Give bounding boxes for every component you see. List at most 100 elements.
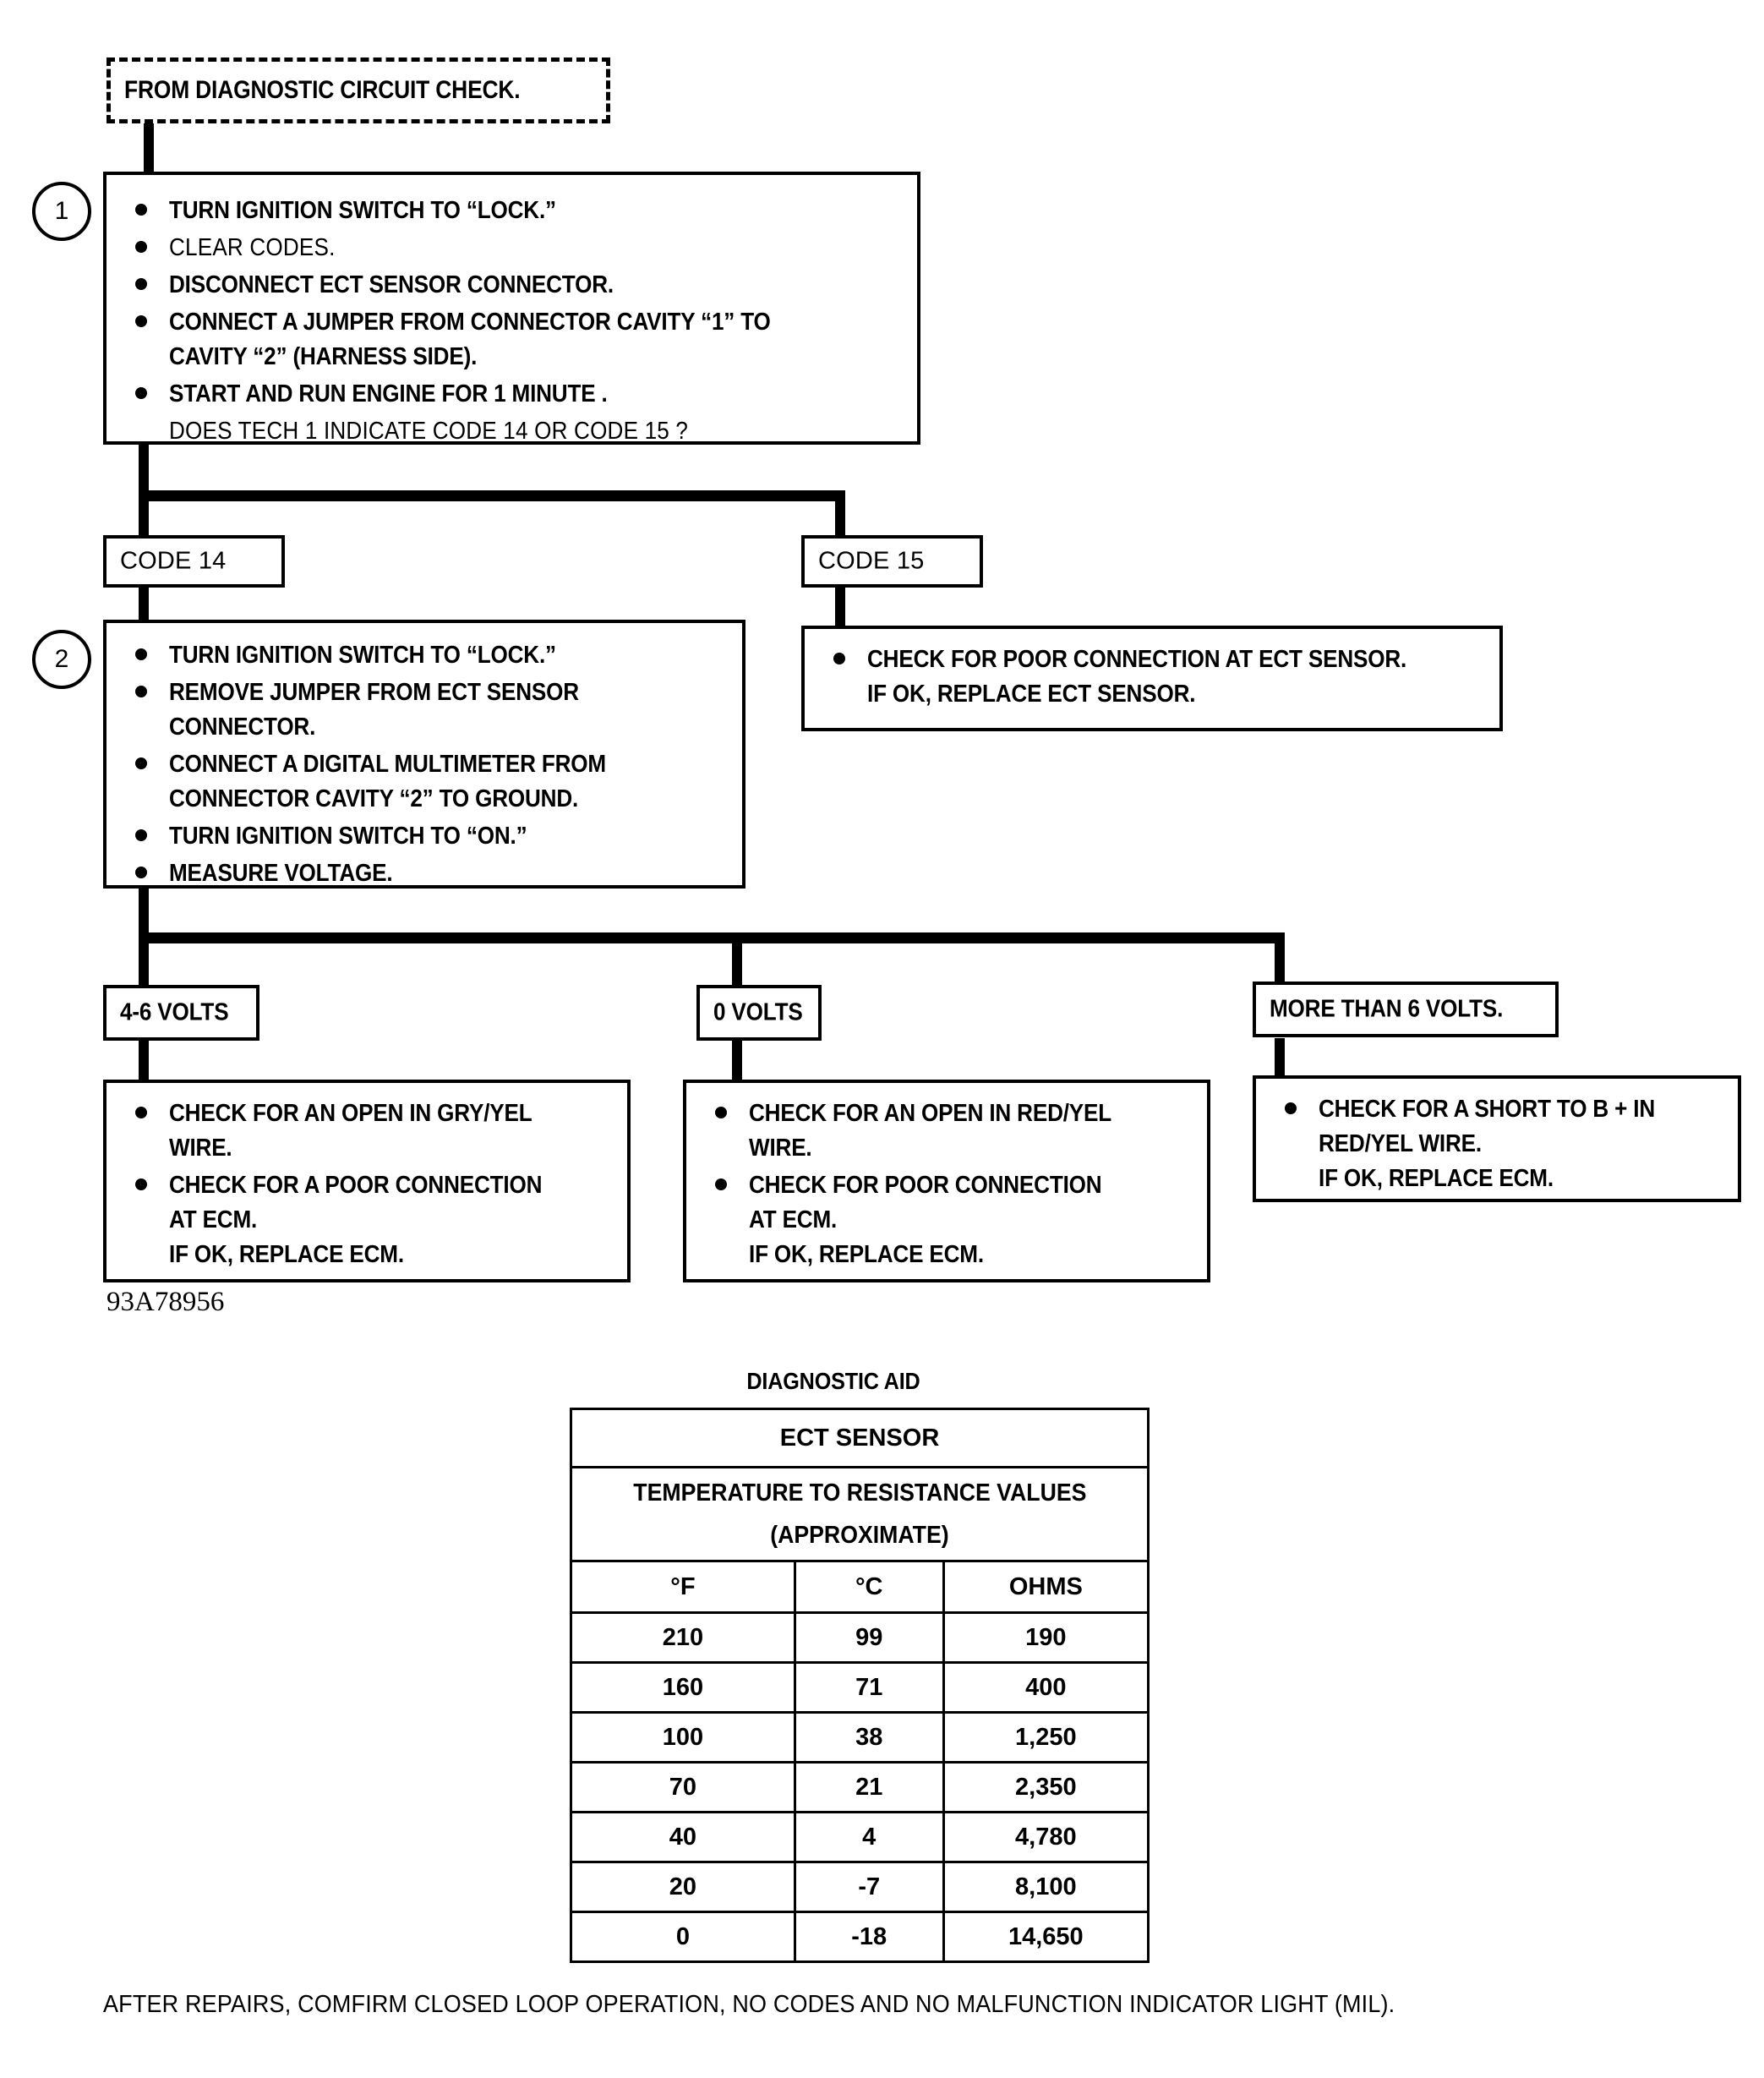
connector-bus2-to-high (1275, 932, 1285, 985)
list-item-line: WIRE. (169, 1135, 232, 1162)
diagnostic-aid-title: DIAGNOSTIC AID (746, 1368, 920, 1394)
list-item-line: IF OK, REPLACE ECM. (169, 1241, 404, 1268)
code-15-box: CODE 15 (801, 535, 983, 588)
list-item-line: CHECK FOR POOR CONNECTION AT ECT SENSOR. (867, 646, 1407, 673)
bullet-dot (135, 686, 147, 697)
result-zero-box: CHECK FOR AN OPEN IN RED/YEL WIRE. CHECK… (683, 1080, 1210, 1282)
bullet-dot (135, 1107, 147, 1118)
bullet-dot (135, 867, 147, 878)
table-header-row: °F °C OHMS (570, 1560, 1150, 1614)
connector-code15-to-action (835, 583, 845, 634)
bullet-dot (135, 315, 147, 327)
list-item: CHECK FOR AN OPEN IN RED/YEL WIRE. (715, 1096, 1195, 1166)
list-item-text: MEASURE VOLTAGE. (169, 860, 393, 887)
connector-low-to-result (139, 1040, 149, 1084)
cell-fahrenheit: 160 (570, 1661, 796, 1714)
list-item-line: CHECK FOR POOR CONNECTION (749, 1172, 1102, 1199)
table-row: 20 -7 8,100 (570, 1861, 1150, 1913)
table-row: 160 71 400 (570, 1661, 1150, 1714)
list-item-text: CHECK FOR POOR CONNECTION AT ECM. IF OK,… (749, 1168, 1150, 1272)
list-item-line: CHECK FOR AN OPEN IN RED/YEL (749, 1100, 1112, 1127)
list-item-line: CONNECT A JUMPER FROM CONNECTOR CAVITY “… (169, 309, 771, 336)
list-item-text: DISCONNECT ECT SENSOR CONNECTOR. (169, 271, 614, 298)
cell-fahrenheit: 210 (570, 1611, 796, 1664)
step-1-items: TURN IGNITION SWITCH TO “LOCK.” CLEAR CO… (135, 194, 905, 451)
list-item-line: IF OK, REPLACE ECM. (1319, 1165, 1554, 1192)
list-item: DISCONNECT ECT SENSOR CONNECTOR. (135, 268, 905, 303)
list-item: TURN IGNITION SWITCH TO “ON.” (135, 819, 730, 854)
cell-ohms: 400 (942, 1661, 1150, 1714)
list-item-text: CHECK FOR POOR CONNECTION AT ECT SENSOR.… (867, 643, 1426, 712)
table-subtitle-cell: TEMPERATURE TO RESISTANCE VALUES (APPROX… (570, 1466, 1150, 1562)
cell-ohms: 8,100 (942, 1861, 1150, 1913)
list-item: DOES TECH 1 INDICATE CODE 14 OR CODE 15 … (135, 414, 905, 449)
step-1-badge: 1 (32, 182, 91, 241)
cell-ohms: 190 (942, 1611, 1150, 1664)
cell-ohms: 2,350 (942, 1761, 1150, 1813)
cell-celsius: 71 (793, 1661, 945, 1714)
cell-ohms: 4,780 (942, 1811, 1150, 1863)
bullet-dot (135, 387, 147, 399)
voltage-low-label: 4-6 VOLTS (120, 998, 229, 1026)
table-row: 40 4 4,780 (570, 1811, 1150, 1863)
bullet-dot (135, 829, 147, 841)
voltage-zero-box: 0 VOLTS (696, 985, 822, 1041)
bullet-dot (715, 1178, 727, 1190)
list-item-text: CLEAR CODES. (169, 234, 336, 261)
code-15-label: CODE 15 (818, 547, 925, 575)
bullet-dot (135, 648, 147, 660)
list-item: TURN IGNITION SWITCH TO “LOCK.” (135, 638, 730, 673)
connector-bus2-to-zero (732, 932, 742, 985)
list-item: CHECK FOR A POOR CONNECTION AT ECM. IF O… (135, 1168, 615, 1272)
list-item-line: IF OK, REPLACE ECT SENSOR. (867, 681, 1196, 708)
voltage-high-label: MORE THAN 6 VOLTS. (1270, 995, 1504, 1023)
list-item: CHECK FOR POOR CONNECTION AT ECT SENSOR.… (833, 643, 1488, 712)
list-item: CLEAR CODES. (135, 231, 905, 265)
bullet-dot (135, 241, 147, 253)
cell-ohms: 1,250 (942, 1711, 1150, 1764)
list-item-line: REMOVE JUMPER FROM ECT SENSOR (169, 679, 579, 706)
code-15-action-items: CHECK FOR POOR CONNECTION AT ECT SENSOR.… (833, 643, 1488, 714)
step-2-box: TURN IGNITION SWITCH TO “LOCK.” REMOVE J… (103, 620, 745, 889)
list-item-text: CONNECT A JUMPER FROM CONNECTOR CAVITY “… (169, 305, 832, 375)
cell-celsius: 21 (793, 1761, 945, 1813)
list-item-text: TURN IGNITION SWITCH TO “LOCK.” (169, 197, 556, 224)
list-item-line: AT ECM. (169, 1206, 258, 1233)
cell-celsius: 4 (793, 1811, 945, 1863)
table-row-title: ECT SENSOR (570, 1408, 1150, 1468)
entry-box-label: FROM DIAGNOSTIC CIRCUIT CHECK. (124, 76, 521, 104)
bullet-dot (715, 1107, 727, 1118)
table-row: 70 21 2,350 (570, 1761, 1150, 1813)
list-item-line: CHECK FOR AN OPEN IN GRY/YEL (169, 1100, 532, 1127)
list-item-text: TURN IGNITION SWITCH TO “ON.” (169, 823, 527, 850)
connector-zero-to-result (732, 1040, 742, 1084)
voltage-high-box: MORE THAN 6 VOLTS. (1253, 982, 1559, 1037)
list-item: CONNECT A JUMPER FROM CONNECTOR CAVITY “… (135, 305, 905, 375)
connector-entry-to-step1 (144, 121, 154, 172)
bullet-dot (135, 204, 147, 216)
column-header-fahrenheit: °F (570, 1560, 796, 1614)
list-item: CHECK FOR AN OPEN IN GRY/YEL WIRE. (135, 1096, 615, 1166)
step-2-badge: 2 (32, 630, 91, 689)
table-row: 100 38 1,250 (570, 1711, 1150, 1764)
voltage-zero-label: 0 VOLTS (713, 998, 803, 1026)
column-header-ohms: OHMS (942, 1560, 1150, 1614)
cell-fahrenheit: 100 (570, 1711, 796, 1764)
cell-celsius: -18 (793, 1911, 945, 1963)
step-2-items: TURN IGNITION SWITCH TO “LOCK.” REMOVE J… (135, 638, 730, 894)
list-item-text: CHECK FOR AN OPEN IN GRY/YEL WIRE. (169, 1096, 571, 1166)
cell-ohms: 14,650 (942, 1911, 1150, 1963)
list-item-line: CONNECT A DIGITAL MULTIMETER FROM (169, 751, 606, 778)
list-item-line: WIRE. (749, 1135, 812, 1162)
code-15-action-box: CHECK FOR POOR CONNECTION AT ECT SENSOR.… (801, 626, 1503, 731)
bullet-dot (135, 757, 147, 769)
cell-fahrenheit: 20 (570, 1861, 796, 1913)
table-title-cell: ECT SENSOR (570, 1408, 1150, 1468)
code-14-label: CODE 14 (120, 547, 227, 575)
result-low-items: CHECK FOR AN OPEN IN GRY/YEL WIRE. CHECK… (135, 1096, 615, 1275)
cell-celsius: -7 (793, 1861, 945, 1913)
list-item-line: AT ECM. (749, 1206, 838, 1233)
table-subtitle-line-2: (APPROXIMATE) (770, 1522, 949, 1549)
cell-fahrenheit: 40 (570, 1811, 796, 1863)
step-1-box: TURN IGNITION SWITCH TO “LOCK.” CLEAR CO… (103, 172, 920, 445)
